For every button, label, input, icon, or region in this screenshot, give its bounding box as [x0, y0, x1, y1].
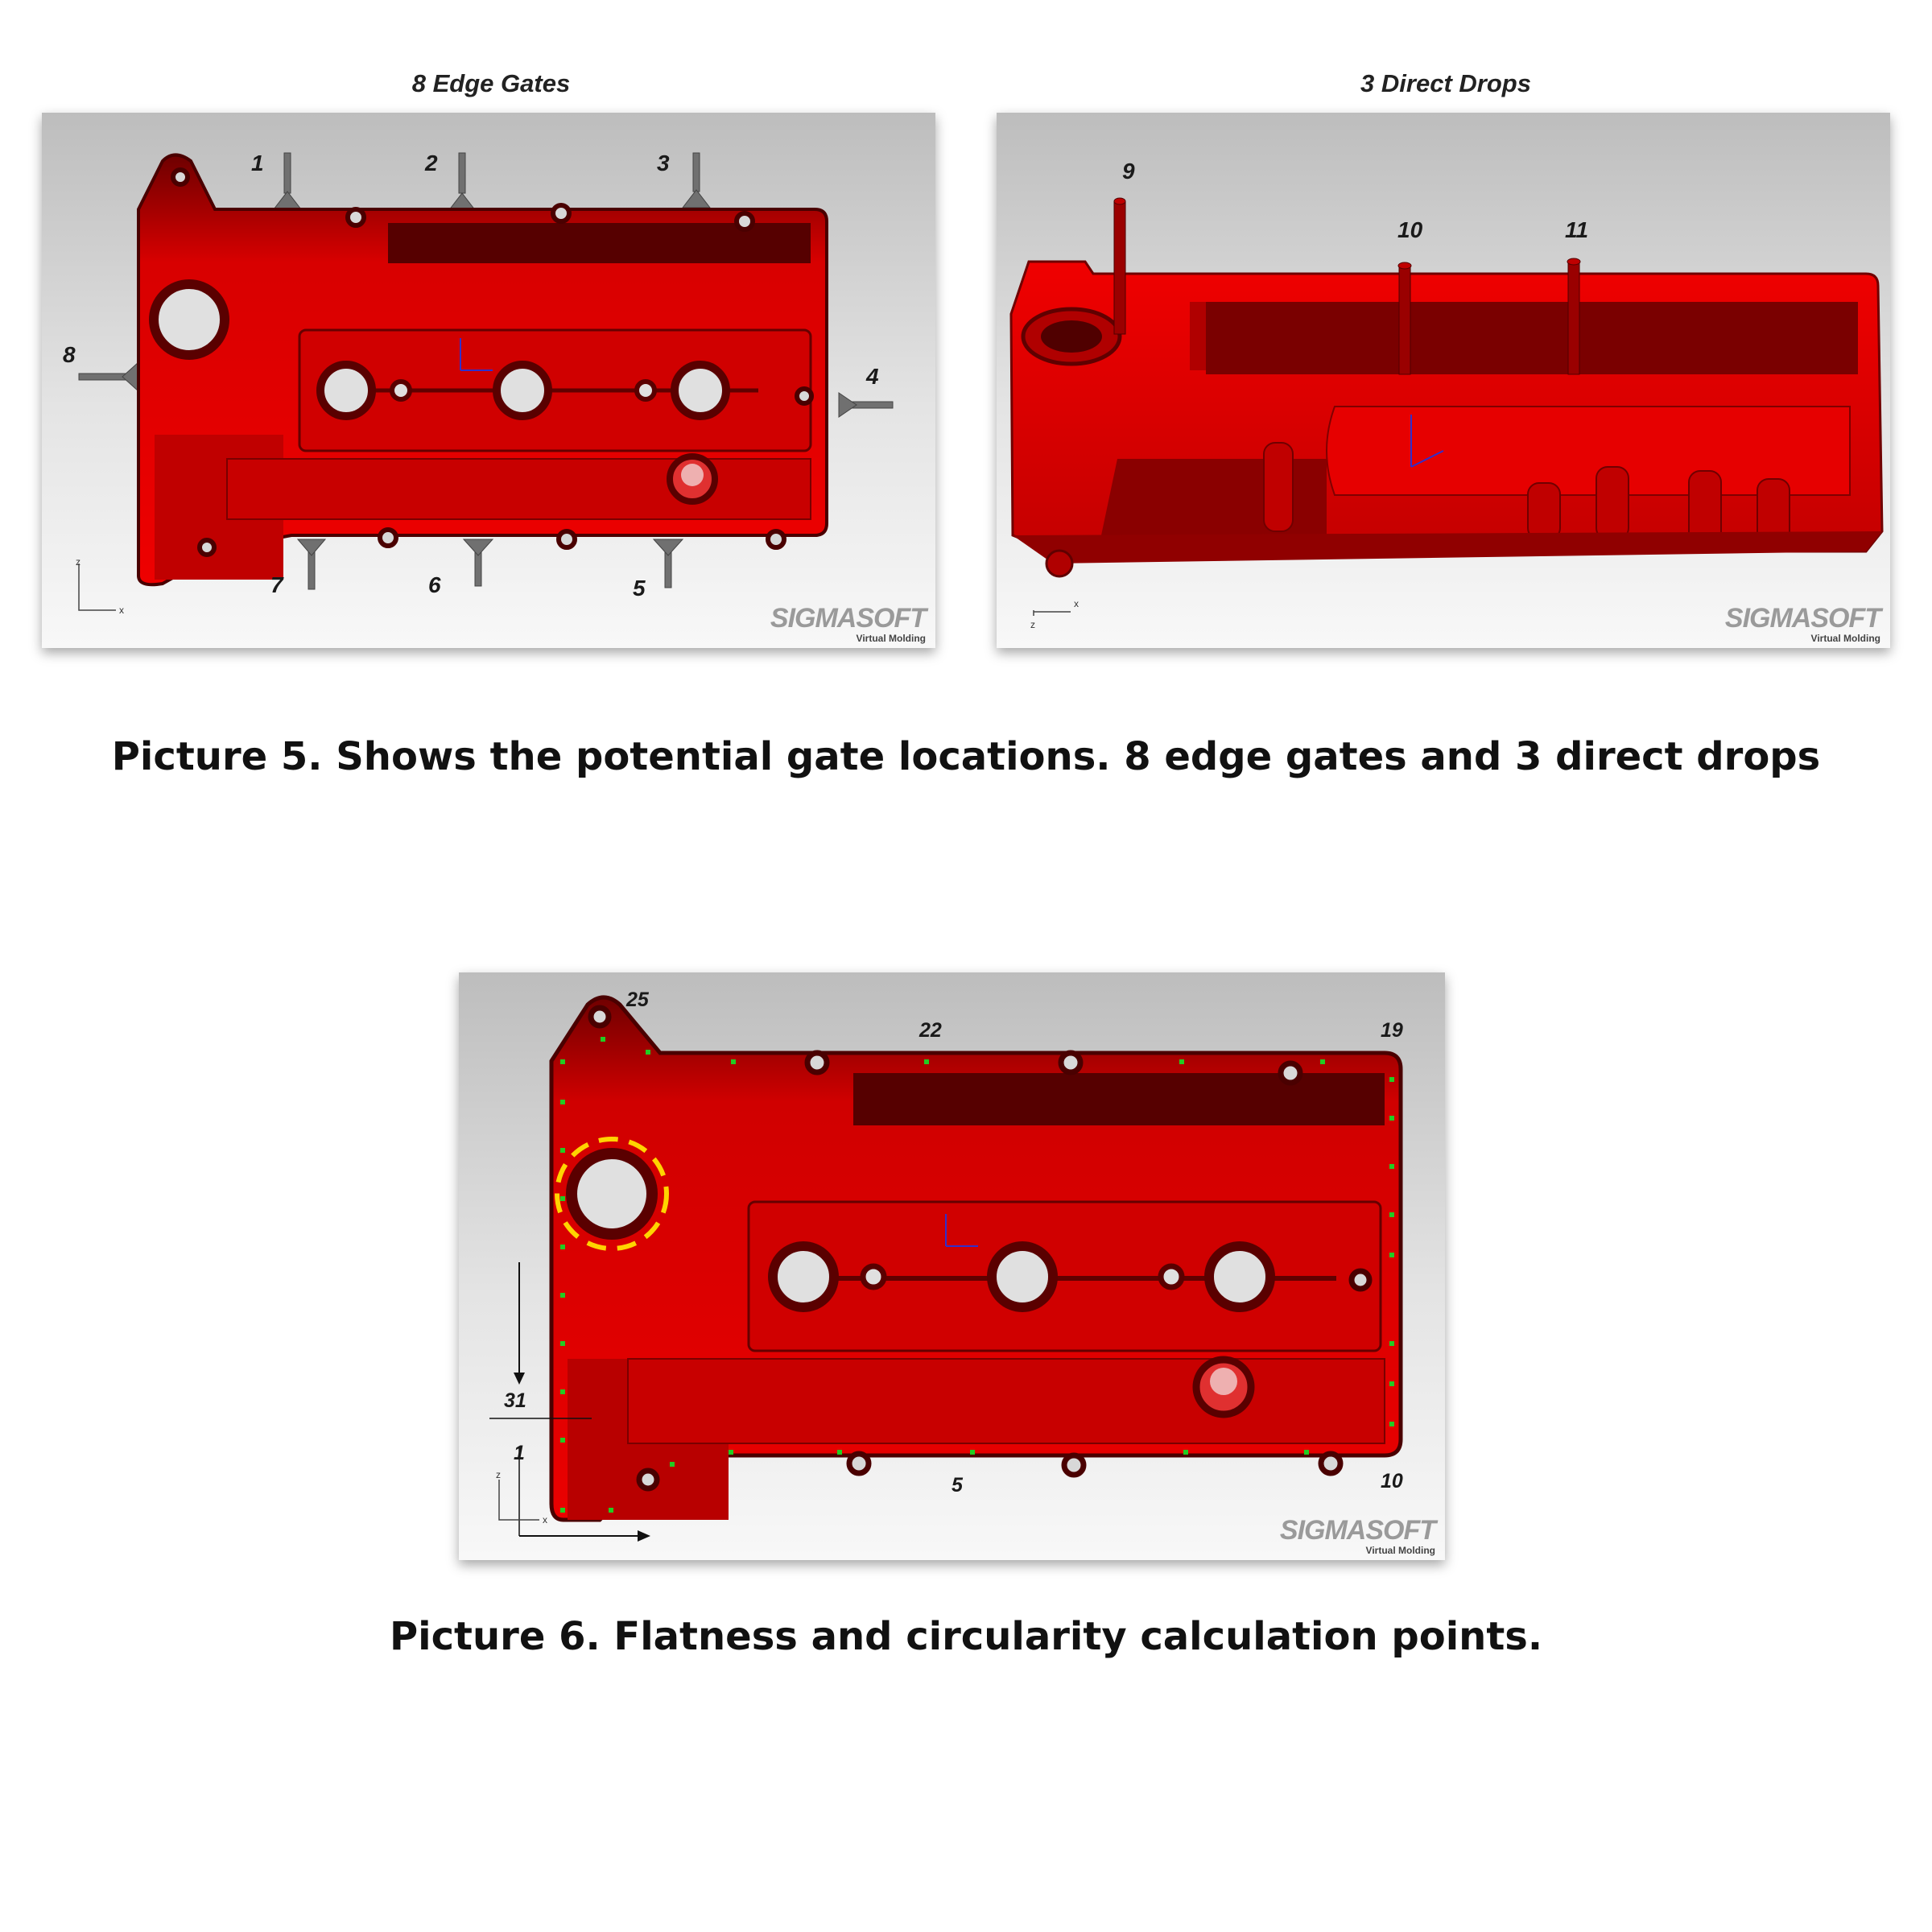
calculation-points-panel: 25 22 19 31 1 5 10 z x SIGMASOFT Virtual… — [459, 972, 1445, 1560]
edge-gates-drawing: 1 2 3 4 5 6 7 8 z x — [63, 151, 894, 616]
axis-z-label: z — [1030, 619, 1035, 630]
gate-label-2: 2 — [424, 151, 438, 175]
left-figure-title: 8 Edge Gates — [411, 69, 571, 97]
point-label-25: 25 — [625, 989, 650, 1011]
gate-label-1: 1 — [251, 151, 264, 175]
point-label-1: 1 — [514, 1442, 525, 1464]
gate-label-8: 8 — [63, 342, 76, 367]
sigmasoft-logo: SIGMASOFT Virtual Molding — [770, 603, 927, 644]
point-label-5: 5 — [952, 1474, 964, 1496]
axis-triad-icon — [1033, 610, 1071, 616]
circularity-highlight — [555, 1137, 669, 1251]
axis-x-label: x — [543, 1514, 547, 1525]
axis-z-label: z — [76, 556, 80, 568]
drop-label-10: 10 — [1397, 217, 1423, 242]
picture-6-caption: Picture 6. Flatness and circularity calc… — [389, 1614, 1543, 1659]
axis-triad-icon — [498, 1480, 539, 1521]
calculation-points-drawing: 25 22 19 31 1 5 10 z x — [489, 989, 1403, 1542]
gate-label-4: 4 — [865, 364, 879, 389]
edge-gates-panel: 1 2 3 4 5 6 7 8 z x SIGMASOFT Virtual Mo… — [42, 113, 935, 648]
gate-label-3: 3 — [657, 151, 670, 175]
axis-triad-icon — [78, 564, 116, 611]
direct-drops-panel: 9 10 11 x z SIGMASOFT Virtual Molding — [997, 113, 1890, 648]
gate-label-5: 5 — [633, 576, 646, 601]
point-label-19: 19 — [1381, 1019, 1403, 1042]
gate-label-6: 6 — [428, 572, 441, 597]
point-label-31: 31 — [504, 1389, 526, 1412]
direct-drops-drawing: 9 10 11 x z — [1009, 159, 1884, 630]
point-label-22: 22 — [919, 1019, 942, 1042]
sigmasoft-logo: SIGMASOFT Virtual Molding — [1724, 603, 1881, 644]
right-figure-title: 3 Direct Drops — [1360, 69, 1531, 97]
gate-label-7: 7 — [270, 572, 284, 597]
flatness-points — [560, 1037, 1394, 1513]
picture-5-caption: Picture 5. Shows the potential gate loca… — [111, 734, 1821, 779]
sigmasoft-logo: SIGMASOFT Virtual Molding — [1279, 1515, 1436, 1556]
axis-z-label: z — [496, 1469, 501, 1480]
axis-x-label: x — [119, 605, 124, 616]
drop-label-9: 9 — [1122, 159, 1135, 184]
axis-x-label: x — [1074, 598, 1079, 609]
drop-label-11: 11 — [1565, 217, 1588, 242]
point-label-10: 10 — [1381, 1470, 1403, 1492]
